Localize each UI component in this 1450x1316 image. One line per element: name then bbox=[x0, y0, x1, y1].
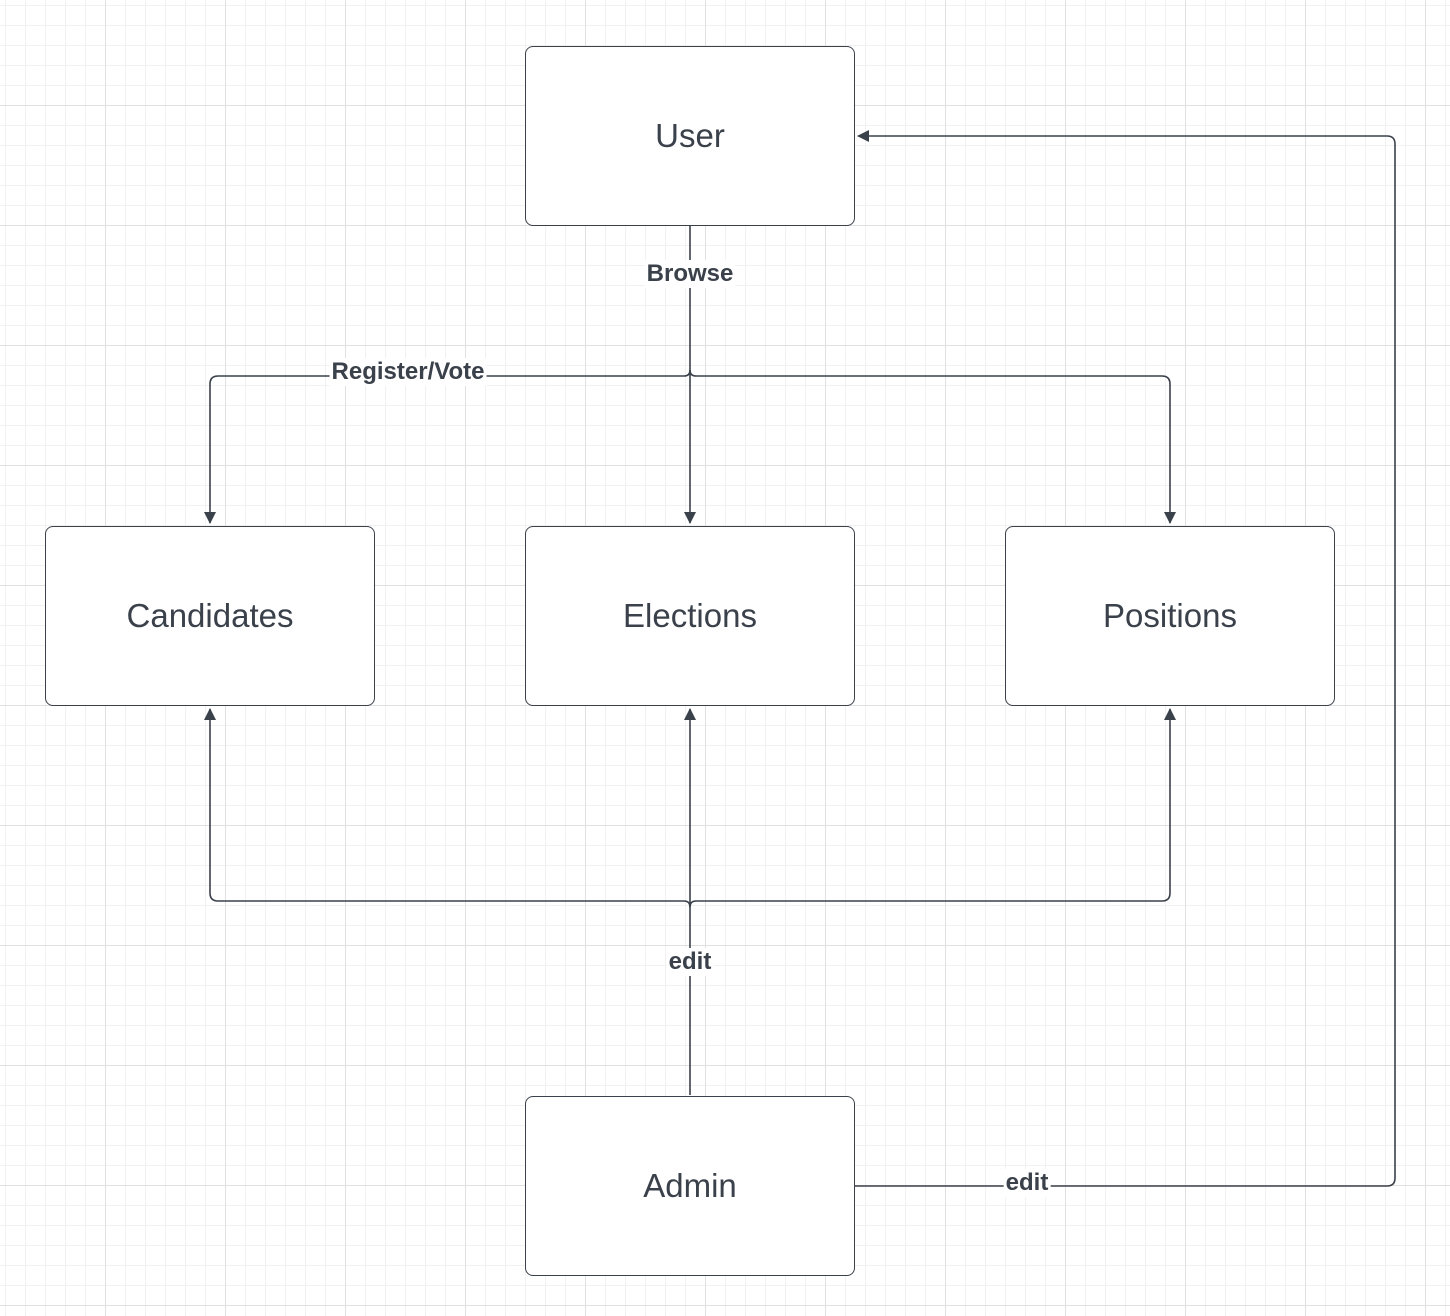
node-admin-label: Admin bbox=[643, 1167, 737, 1204]
edge-label-edit-bottom: edit bbox=[666, 948, 714, 976]
edge-admin-user bbox=[855, 130, 1396, 1187]
node-candidates-label: Candidates bbox=[126, 597, 294, 634]
edge-admin-candidates bbox=[204, 708, 684, 902]
node-positions[interactable]: Positions bbox=[1005, 526, 1335, 706]
node-candidates[interactable]: Candidates bbox=[45, 526, 375, 706]
edge-admin-positions bbox=[696, 708, 1176, 902]
junction-hop-bottom bbox=[683, 900, 697, 908]
edge-to-candidates bbox=[204, 375, 684, 524]
edge-label-browse: Browse bbox=[644, 260, 736, 288]
node-positions-label: Positions bbox=[1103, 597, 1237, 634]
edge-label-edit-right: edit bbox=[1003, 1169, 1051, 1197]
node-user[interactable]: User bbox=[525, 46, 855, 226]
edge-label-register-vote: Register/Vote bbox=[329, 358, 487, 386]
node-admin[interactable]: Admin bbox=[525, 1096, 855, 1276]
node-user-label: User bbox=[655, 117, 725, 154]
node-elections-label: Elections bbox=[623, 597, 757, 634]
node-elections[interactable]: Elections bbox=[525, 526, 855, 706]
junction-hop-top bbox=[683, 369, 697, 377]
edge-to-positions bbox=[696, 375, 1176, 524]
